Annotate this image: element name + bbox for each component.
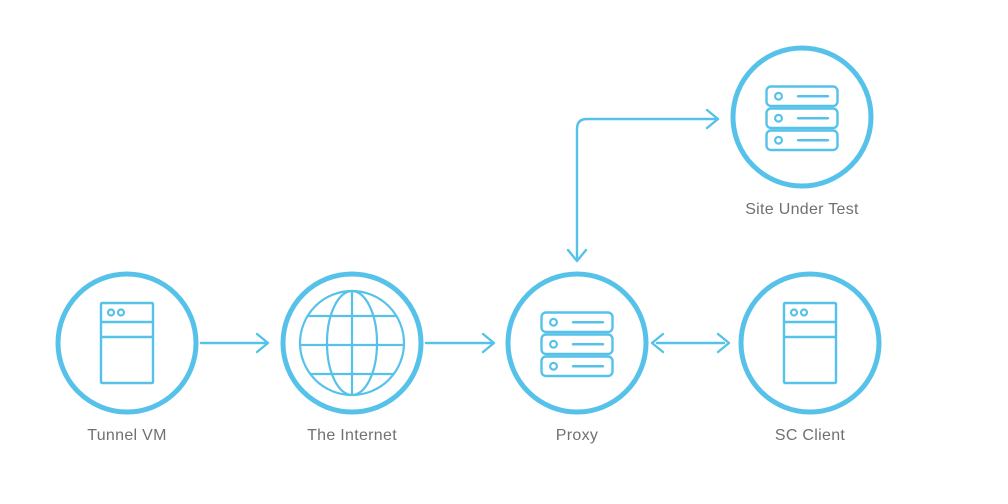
arrowhead-left-icon — [650, 332, 665, 354]
connector-proxy-site-under-test-bidirectional — [566, 108, 720, 263]
node-label-site-under-test: Site Under Test — [745, 201, 859, 218]
connector-internet-to-proxy — [424, 332, 496, 354]
node-label-the-internet: The Internet — [307, 427, 397, 444]
server-stack-icon — [540, 311, 614, 378]
node-circle — [505, 271, 649, 415]
node-tunnel-vm — [55, 271, 199, 415]
node-circle — [55, 271, 199, 415]
arrowhead-right-icon — [716, 332, 731, 354]
globe-icon — [298, 289, 406, 397]
node-circle — [730, 45, 874, 189]
node-label-tunnel-vm: Tunnel VM — [87, 427, 167, 444]
node-the-internet — [280, 271, 424, 415]
arrowhead-right-icon — [255, 332, 270, 354]
node-circle — [280, 271, 424, 415]
node-circle — [738, 271, 882, 415]
node-label-sc-client: SC Client — [774, 427, 846, 444]
node-label-proxy: Proxy — [555, 427, 599, 444]
connector-proxy-sc-client-bidirectional — [650, 332, 731, 354]
arrowhead-down-icon — [566, 248, 588, 263]
tower-server-icon — [782, 301, 838, 385]
arrowhead-right-icon — [481, 332, 496, 354]
server-stack-icon — [765, 85, 839, 152]
connector-tunnelvm-to-internet — [199, 332, 270, 354]
node-site-under-test — [730, 45, 874, 189]
tower-server-icon — [99, 301, 155, 385]
arrowhead-right-icon — [705, 108, 720, 130]
node-sc-client — [738, 271, 882, 415]
node-proxy — [505, 271, 649, 415]
